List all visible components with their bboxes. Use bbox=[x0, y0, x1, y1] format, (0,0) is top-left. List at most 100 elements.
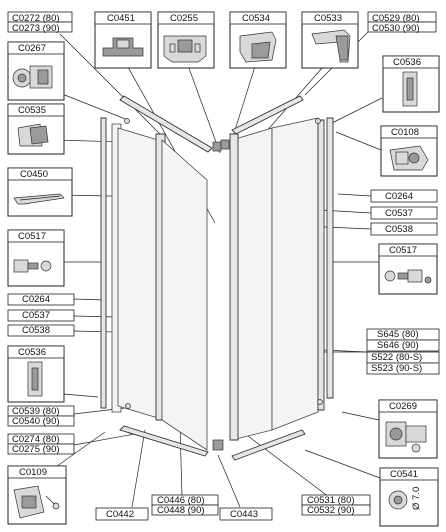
code-c0537-left: C0537 bbox=[22, 310, 50, 321]
callout-c0538-left: C0538 bbox=[7, 324, 75, 337]
code-c0108: C0108 bbox=[391, 127, 419, 138]
bottom-roller-icon bbox=[385, 421, 427, 453]
code-c0535: C0535 bbox=[18, 105, 46, 116]
callout-c0450: C0450 bbox=[7, 167, 73, 217]
roller-wheel-icon bbox=[389, 145, 429, 171]
callout-c0539-c0540: C0539 (80) C0540 (90) bbox=[7, 405, 75, 427]
code-c0538-right: C0538 bbox=[385, 224, 413, 235]
top-rail-left bbox=[119, 95, 213, 153]
code-c0264-right: C0264 bbox=[385, 191, 413, 202]
code-c0274: C0274 (80) bbox=[12, 434, 60, 445]
code-c0517-left: C0517 bbox=[18, 231, 46, 242]
callout-c0517-left: C0517 bbox=[7, 229, 65, 287]
code-c0273: C0273 (90) bbox=[12, 23, 60, 34]
code-c0536-right: C0536 bbox=[393, 57, 421, 68]
callout-c0529-c0530: C0529 (80) C0530 (90) bbox=[367, 11, 437, 34]
code-c0451: C0451 bbox=[107, 13, 135, 24]
code-c0536-left: C0536 bbox=[18, 347, 46, 358]
bottom-corner-block bbox=[212, 439, 224, 451]
code-s522: S522 (80-S) bbox=[371, 352, 422, 363]
end-cap-icon bbox=[239, 31, 277, 63]
callout-c0537-left: C0537 bbox=[7, 309, 75, 322]
code-c0534: C0534 bbox=[242, 13, 270, 24]
callout-c0264-right: C0264 bbox=[370, 189, 438, 203]
callout-c0269: C0269 bbox=[378, 399, 438, 459]
code-c0443: C0443 bbox=[230, 509, 258, 520]
fixed-frame-right bbox=[317, 119, 325, 411]
callout-c0255: C0255 bbox=[157, 11, 215, 69]
code-c0264-left: C0264 bbox=[22, 294, 50, 305]
code-c0537-right: C0537 bbox=[385, 208, 413, 219]
glass-panel-right bbox=[271, 117, 319, 431]
callout-c0536-right: C0536 bbox=[382, 55, 440, 113]
code-c0531: C0531 (80) bbox=[307, 495, 355, 506]
code-c0442: C0442 bbox=[106, 509, 134, 520]
code-c0255: C0255 bbox=[170, 13, 198, 24]
callout-c0534: C0534 bbox=[229, 11, 287, 69]
callout-c0451: C0451 bbox=[94, 11, 152, 69]
code-c0109: C0109 bbox=[19, 467, 47, 478]
callout-c0267: C0267 bbox=[7, 41, 65, 101]
code-c0272: C0272 (80) bbox=[12, 13, 60, 24]
roller-top-left bbox=[124, 118, 130, 124]
clip-icon bbox=[102, 37, 144, 57]
code-c0269: C0269 bbox=[389, 401, 417, 412]
code-c0533: C0533 bbox=[314, 13, 342, 24]
code-c0267: C0267 bbox=[18, 43, 46, 54]
code-c0538-left: C0538 bbox=[22, 325, 50, 336]
code-s646: S646 (90) bbox=[377, 340, 419, 351]
code-c0529: C0529 (80) bbox=[372, 13, 420, 24]
callout-c0531-c0532: C0531 (80) C0532 (90) bbox=[301, 494, 371, 516]
callout-c0442: C0442 bbox=[95, 507, 149, 521]
handle-knob-icon bbox=[13, 485, 60, 519]
bottom-rail-right bbox=[231, 429, 306, 461]
door-frame-right-outer bbox=[229, 133, 239, 441]
wall-profile-left bbox=[100, 117, 107, 409]
code-c0450: C0450 bbox=[20, 169, 48, 180]
callout-c0108: C0108 bbox=[380, 125, 438, 177]
code-c0532: C0532 (90) bbox=[307, 505, 355, 516]
top-corner-block-left bbox=[212, 141, 222, 152]
code-c0446: C0446 (80) bbox=[157, 495, 205, 506]
code-s523: S523 (90-S) bbox=[371, 363, 422, 374]
code-c0539: C0539 (80) bbox=[12, 406, 60, 417]
callout-c0517-right: C0517 bbox=[378, 243, 438, 295]
callout-c0446-c0448: C0446 (80) C0448 (90) bbox=[151, 494, 219, 516]
code-c0530: C0530 (90) bbox=[372, 23, 420, 34]
roller-bottom-right bbox=[317, 399, 323, 405]
magnet-strip-icon bbox=[402, 71, 418, 107]
callout-c0272-c0273: C0272 (80) C0273 (90) bbox=[7, 11, 73, 34]
corner-bracket-icon bbox=[311, 29, 351, 63]
roller-assembly-icon bbox=[12, 65, 53, 89]
sliding-door-left bbox=[117, 127, 159, 419]
wall-profile-right bbox=[326, 117, 334, 399]
callout-c0538-right: C0538 bbox=[370, 222, 438, 236]
callout-c0274-c0275: C0274 (80) C0275 (90) bbox=[7, 433, 75, 455]
bottom-rail-left bbox=[119, 425, 209, 457]
roller-bottom-left bbox=[125, 403, 131, 409]
callout-c0536-left: C0536 bbox=[7, 345, 65, 403]
callout-c0533: C0533 bbox=[301, 11, 359, 69]
roller-top-right bbox=[315, 118, 321, 124]
corner-connector-icon bbox=[163, 35, 207, 63]
callout-c0541: C0541 Ø 7.0 bbox=[379, 467, 439, 527]
dim-c0541: Ø 7.0 bbox=[411, 487, 422, 510]
magnet-strip-icon-left bbox=[27, 361, 43, 397]
code-c0517-right: C0517 bbox=[389, 245, 417, 256]
callout-c0109: C0109 bbox=[7, 465, 67, 525]
enclosure-assembly bbox=[100, 95, 334, 461]
code-c0541: C0541 bbox=[390, 469, 418, 480]
profile-strip-icon bbox=[13, 193, 65, 205]
code-s645: S645 (80) bbox=[377, 329, 419, 340]
callout-glass-panels: S645 (80) S646 (90) S522 (80-S) S523 (90… bbox=[366, 328, 440, 375]
screw-bolt-icon-right bbox=[384, 269, 432, 284]
callout-c0537-right: C0537 bbox=[370, 206, 438, 220]
screw-bolt-icon-left bbox=[13, 259, 52, 273]
top-rail-right bbox=[231, 95, 304, 135]
code-c0275: C0275 (90) bbox=[12, 444, 60, 455]
callout-c0443: C0443 bbox=[219, 507, 273, 521]
callout-c0264-left: C0264 bbox=[7, 293, 75, 306]
code-c0448: C0448 (90) bbox=[157, 505, 205, 516]
glass-panel-left bbox=[161, 139, 208, 451]
code-c0540: C0540 (90) bbox=[12, 416, 60, 427]
